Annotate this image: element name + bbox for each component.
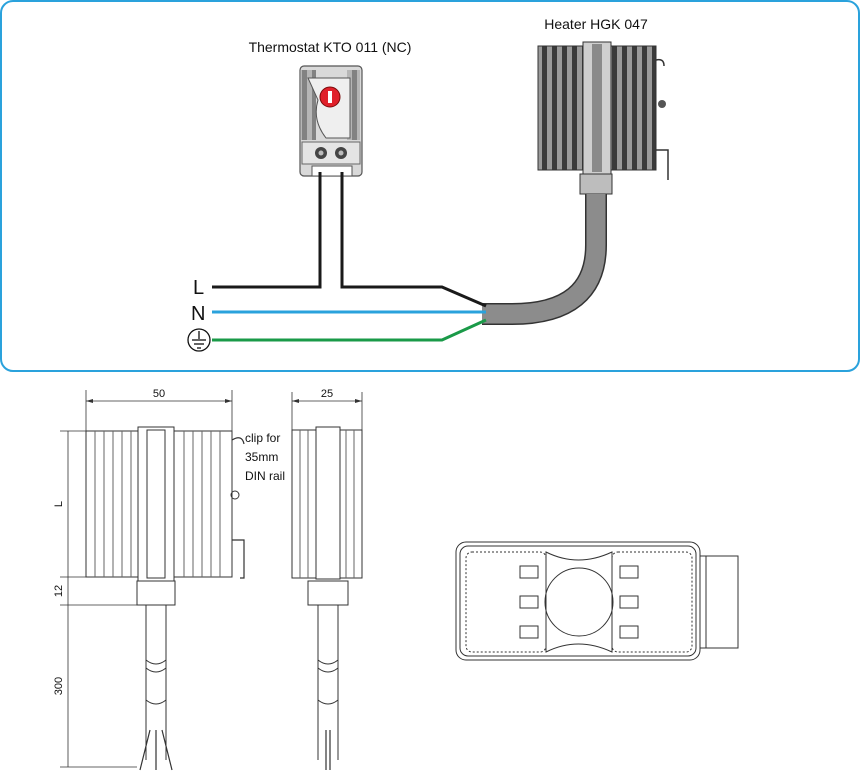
heater-device bbox=[537, 41, 669, 195]
clip-note-line-2: 35mm bbox=[245, 450, 278, 464]
front-view-drawing bbox=[60, 390, 245, 771]
dim-depth-label: 25 bbox=[321, 388, 333, 400]
wire-L bbox=[212, 172, 322, 289]
thermostat-label: Thermostat KTO 011 (NC) bbox=[249, 39, 412, 55]
heater-label: Heater HGK 047 bbox=[544, 16, 648, 32]
clip-note: clip for 35mm DIN rail bbox=[245, 431, 285, 483]
dim-width-label: 50 bbox=[153, 388, 165, 400]
dim-cable-label: 300 bbox=[53, 677, 65, 695]
wire-PE bbox=[212, 318, 487, 342]
dim-connector-label: 12 bbox=[53, 585, 65, 597]
clip-note-line-3: DIN rail bbox=[245, 469, 285, 483]
clip-note-line-1: clip for bbox=[245, 431, 280, 445]
dim-length-label: L bbox=[53, 501, 65, 507]
thermostat-device bbox=[299, 65, 363, 177]
wire-L-return bbox=[340, 172, 487, 308]
line-N-label: N bbox=[191, 303, 205, 325]
bottom-view-drawing bbox=[455, 541, 739, 661]
line-L-label: L bbox=[193, 277, 204, 299]
ground-icon bbox=[187, 328, 211, 352]
wiring-panel-frame bbox=[0, 0, 860, 372]
side-view-drawing bbox=[291, 392, 363, 770]
